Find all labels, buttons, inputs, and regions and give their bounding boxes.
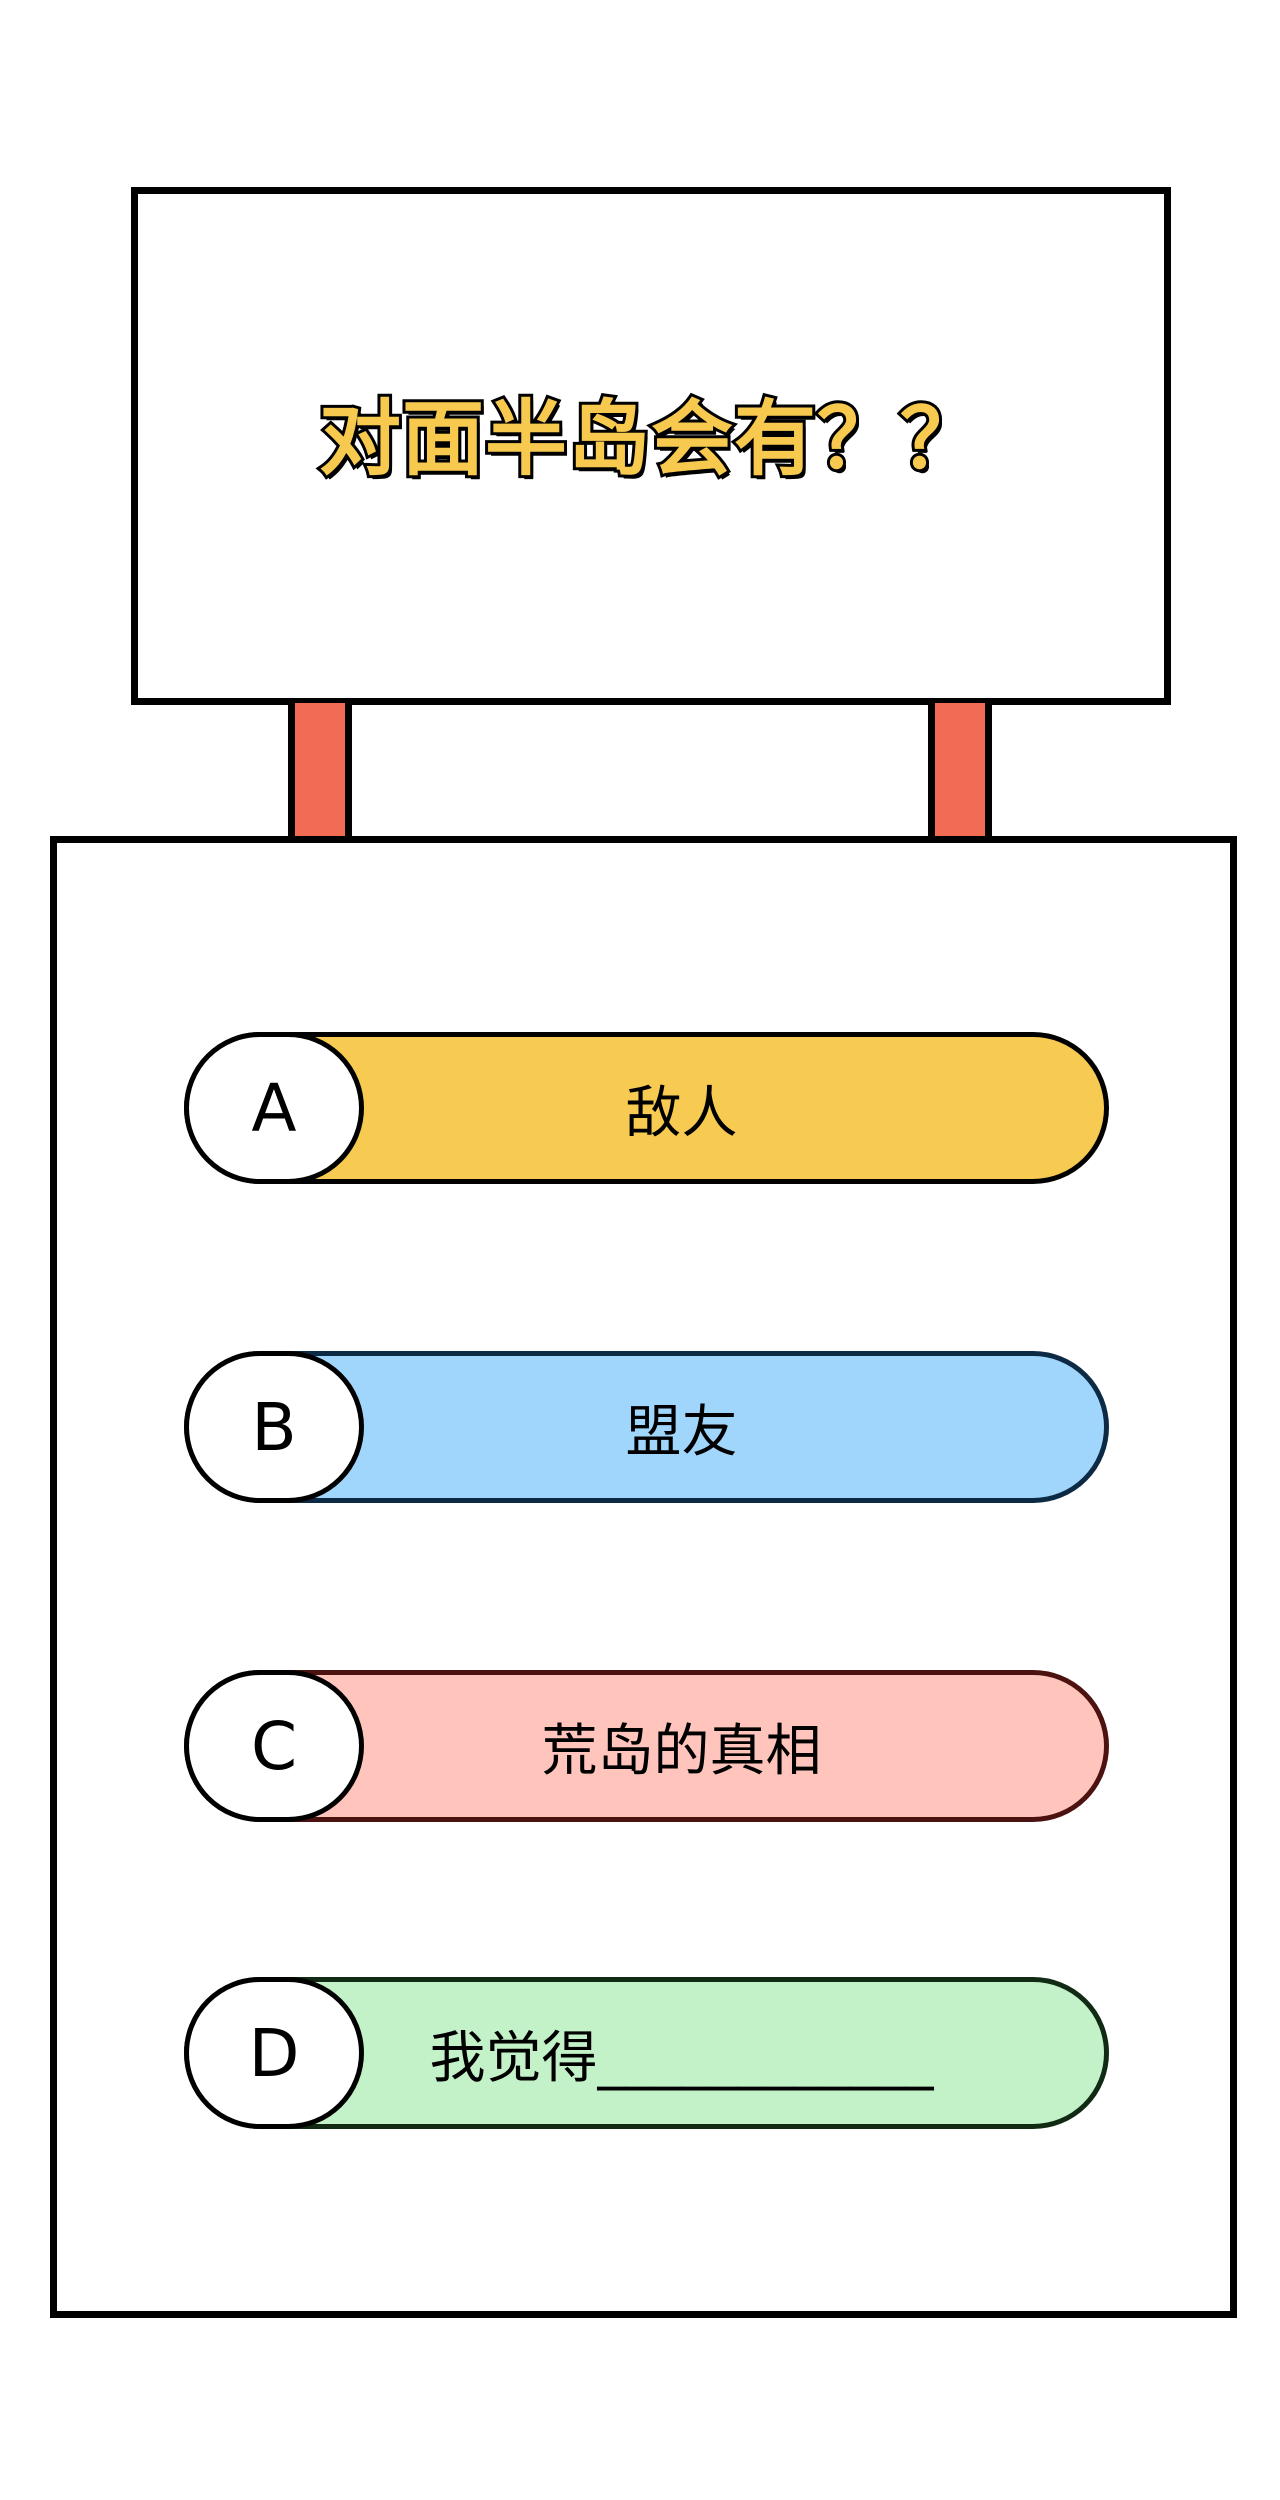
option-c-text: 荒岛的真相 [541, 1718, 822, 1784]
option-b-text: 盟友 [625, 1399, 738, 1465]
option-c-button[interactable]: C 荒岛的真相 [184, 1670, 1109, 1822]
option-b-letter: B [251, 1388, 297, 1466]
question-sign: 对面半岛会有？？ [131, 187, 1171, 705]
question-title: 对面半岛会有？？ [316, 389, 985, 490]
option-c-badge: C [184, 1670, 364, 1822]
sign-post-left [288, 703, 352, 843]
option-a-text: 敌人 [625, 1080, 738, 1146]
option-b-badge: B [184, 1351, 364, 1503]
option-a-button[interactable]: A 敌人 [184, 1032, 1109, 1184]
option-d-button[interactable]: D 我觉得____________ [184, 1977, 1109, 2129]
option-d-letter: D [248, 2014, 300, 2092]
option-d-text: 我觉得____________ [429, 2025, 934, 2091]
option-d-badge: D [184, 1977, 364, 2129]
option-b-button[interactable]: B 盟友 [184, 1351, 1109, 1503]
sign-post-right [928, 703, 992, 843]
option-a-letter: A [251, 1069, 297, 1147]
option-a-badge: A [184, 1032, 364, 1184]
option-c-letter: C [250, 1707, 298, 1785]
